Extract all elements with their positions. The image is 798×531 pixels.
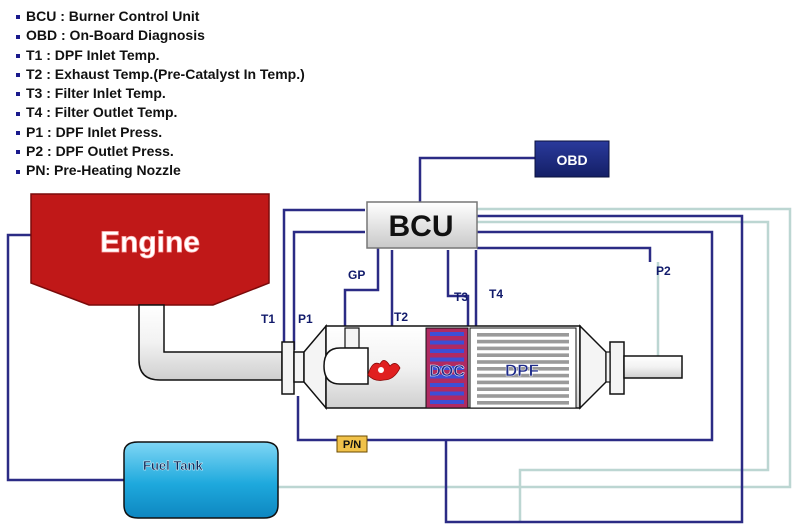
bullet-icon <box>16 15 20 20</box>
dpf: DPF <box>469 327 577 409</box>
legend-item-p1: P1 : DPF Inlet Press. <box>16 123 305 142</box>
legend-text: T3 : Filter Inlet Temp. <box>26 85 166 102</box>
doc-slat <box>430 383 464 387</box>
outlet-cone <box>579 324 607 410</box>
legend: BCU : Burner Control Unit OBD : On-Board… <box>16 7 305 181</box>
bullet-icon <box>16 111 20 116</box>
doc-slat <box>430 400 464 404</box>
bcu-label: BCU <box>389 210 454 243</box>
dpf-slat <box>477 401 569 405</box>
legend-text: P2 : DPF Outlet Press. <box>26 143 174 160</box>
wires <box>6 156 792 524</box>
outlet-flange <box>609 341 625 395</box>
tailpipe <box>623 355 683 379</box>
engine: Engine <box>30 193 270 306</box>
sensor-label-t1: T1 <box>261 312 275 326</box>
doc-slat <box>430 357 464 362</box>
exhaust-pipe <box>138 304 327 411</box>
sensor-label-t2: T2 <box>394 310 408 324</box>
engine-label: Engine <box>100 226 200 259</box>
fuel-line-outer <box>278 207 792 489</box>
bullet-icon <box>16 150 20 155</box>
doc-slat <box>430 349 464 353</box>
dpf-slat <box>477 333 569 337</box>
legend-text: PN: Pre-Heating Nozzle <box>26 162 181 179</box>
inlet-flange <box>281 341 295 395</box>
doc-slat <box>430 391 464 396</box>
obd: OBD <box>534 140 610 178</box>
loop-line-outer <box>444 214 744 524</box>
doc-slat <box>430 374 464 379</box>
t1-line <box>282 208 365 343</box>
legend-item-obd: OBD : On-Board Diagnosis <box>16 26 305 45</box>
inlet-cone <box>303 323 327 411</box>
loop-line-mid <box>296 230 714 442</box>
legend-text: BCU : Burner Control Unit <box>26 8 200 24</box>
dpf-slat <box>477 360 569 364</box>
engine-tank-line <box>6 233 124 482</box>
sensor-labels: T1 P1 GP T2 T3 T4 P2 <box>261 264 671 326</box>
dpf-slat <box>477 353 569 357</box>
t3-line <box>446 250 470 326</box>
bullet-icon <box>16 73 20 78</box>
bullet-icon <box>16 92 20 97</box>
sensor-label-p2: P2 <box>656 264 671 278</box>
sensor-label-gp: GP <box>348 268 365 282</box>
p2-signal-line <box>477 246 652 262</box>
burner-chamber <box>323 347 369 385</box>
fuel-tank-label: Fuel Tank <box>143 458 203 473</box>
dpf-slat <box>477 367 569 371</box>
pn-label: P/N <box>343 439 361 451</box>
legend-text: T2 : Exhaust Temp.(Pre-Catalyst In Temp.… <box>26 65 305 82</box>
bullet-icon <box>16 53 20 58</box>
dpf-slat <box>477 380 569 385</box>
gp-line <box>343 248 380 328</box>
legend-item-t2: T2 : Exhaust Temp.(Pre-Catalyst In Temp.… <box>16 65 305 84</box>
doc-label: DOC <box>429 363 465 380</box>
sensor-label-t3: T3 <box>454 290 468 304</box>
fuel-line-inner <box>477 220 770 522</box>
dpf-slat <box>477 394 569 398</box>
dpf-slat <box>477 346 569 351</box>
legend-item-t3: T3 : Filter Inlet Temp. <box>16 84 305 103</box>
bullet-icon <box>16 34 20 39</box>
bullet-icon <box>16 169 20 174</box>
p1-line <box>292 230 365 350</box>
doc-slat <box>430 366 464 370</box>
legend-text: P1 : DPF Inlet Press. <box>26 123 163 140</box>
dpf-label: DPF <box>505 361 539 380</box>
burner-mount <box>344 327 360 349</box>
legend-item-p2: P2 : DPF Outlet Press. <box>16 142 305 161</box>
pn-badge: P/N <box>336 435 368 453</box>
dpf-slat <box>477 387 569 391</box>
sensor-label-t4: T4 <box>489 287 503 301</box>
obd-link-line <box>418 156 535 202</box>
legend-item-t1: T1 : DPF Inlet Temp. <box>16 46 305 65</box>
obd-label: OBD <box>556 152 587 168</box>
fuel-tank: Fuel Tank <box>123 441 279 519</box>
flame-icon <box>367 360 401 381</box>
legend-text: T4 : Filter Outlet Temp. <box>26 104 178 121</box>
doc-slat <box>430 332 464 336</box>
doc-slat <box>430 340 464 345</box>
aftertreatment-canister: DOC DPF <box>323 324 683 410</box>
dpf-slat <box>477 373 569 378</box>
bcu: BCU <box>366 201 478 249</box>
doc: DOC <box>425 327 469 409</box>
sensor-label-p1: P1 <box>298 312 313 326</box>
bullet-icon <box>16 131 20 136</box>
legend-item-bcu: BCU : Burner Control Unit <box>16 7 305 26</box>
legend-text: OBD : On-Board Diagnosis <box>26 27 205 44</box>
legend-text: T1 : DPF Inlet Temp. <box>26 46 160 63</box>
legend-item-pn: PN: Pre-Heating Nozzle <box>16 161 305 180</box>
dpf-slat <box>477 339 569 344</box>
legend-item-t4: T4 : Filter Outlet Temp. <box>16 103 305 122</box>
